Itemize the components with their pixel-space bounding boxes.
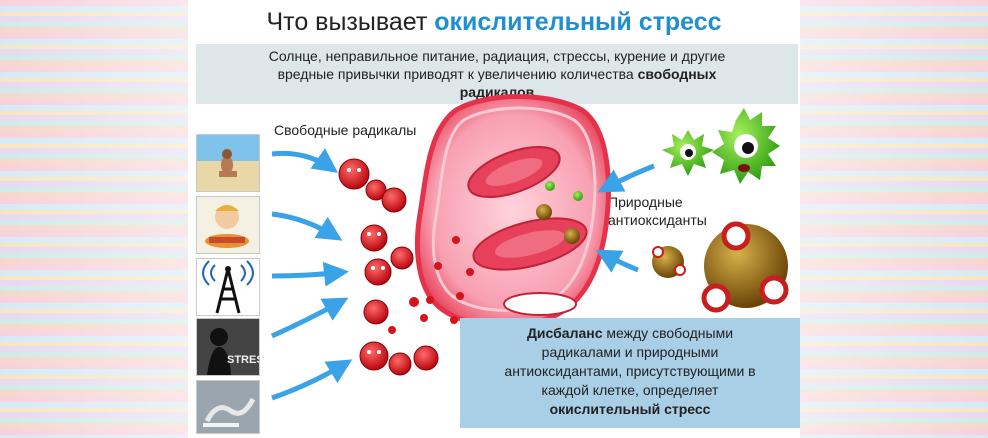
scattered-radicals (388, 297, 428, 334)
green-germ-large (712, 108, 780, 184)
green-germ-small (662, 130, 714, 176)
banner-line-2-bold: свободных (637, 66, 717, 82)
stress-image: STRESS (197, 319, 259, 375)
striped-background-left (0, 0, 190, 438)
info-line-3: антиоксидантами, присутствующими в (504, 363, 756, 379)
small-green-virus-2 (573, 191, 583, 201)
sun-beach-image (197, 135, 259, 191)
infographic-card: Что вызывает окислительный стресс Солнце… (188, 0, 800, 438)
natural-antioxidants-label-1: Природные (608, 194, 683, 210)
free-radicals-label: Свободные радикалы (274, 122, 417, 138)
food-cartoon-image (197, 197, 259, 253)
info-line-4: каждой клетке, определяет (541, 382, 719, 398)
antioxidant-arrows (595, 163, 655, 273)
radical-eyes (347, 168, 385, 354)
small-radicals-in-cell (426, 236, 474, 324)
small-antioxidant-2 (564, 228, 580, 244)
banner-line-2: вредные привычки приводят к увеличению к… (196, 65, 798, 83)
imbalance-info-box: Дисбаланс между свободными радикалами и … (460, 318, 800, 428)
free-radical-cluster (338, 158, 439, 376)
photo-food (196, 196, 260, 254)
cell-outer (414, 94, 611, 329)
banner-line-2-text: вредные привычки приводят к увеличению к… (277, 66, 634, 82)
small-green-virus-1 (545, 181, 555, 191)
photo-smoking (196, 380, 260, 434)
info-line-1-rest: между свободными (606, 325, 734, 341)
striped-background-right (798, 0, 988, 438)
banner-line-1: Солнце, неправильное питание, радиация, … (268, 48, 726, 64)
info-line-1: Дисбаланс между свободными (460, 324, 800, 343)
page-title: Что вызывает окислительный стресс (188, 8, 800, 37)
info-line-5: окислительный стресс (460, 400, 800, 419)
smoking-image (197, 381, 259, 433)
cell-nucleus (503, 292, 577, 316)
info-bold: Дисбаланс (526, 325, 603, 341)
info-line-5-bold: окислительный стресс (549, 401, 711, 417)
blood-cell-1-center (485, 158, 543, 186)
stress-word: STRESS (227, 354, 259, 366)
small-antioxidant-1 (536, 204, 552, 220)
photo-radiation (196, 258, 260, 316)
antioxidant-molecule-large (701, 221, 789, 313)
photo-stress: STRESS (196, 318, 260, 376)
radiation-tower-image (197, 259, 259, 315)
title-accent: окислительный стресс (434, 8, 722, 36)
info-line-2: радикалами и природными (541, 344, 719, 360)
oxidative-stress-diagram (270, 94, 789, 401)
causes-banner: Солнце, неправильное питание, радиация, … (196, 44, 798, 104)
blood-cell-2-center (494, 230, 566, 258)
antioxidant-molecule-small (652, 246, 686, 278)
title-prefix: Что вызывает (266, 8, 428, 36)
natural-antioxidants-label-2: антиоксиданты (608, 212, 707, 228)
cause-arrows (270, 148, 353, 401)
photo-sun (196, 134, 260, 192)
